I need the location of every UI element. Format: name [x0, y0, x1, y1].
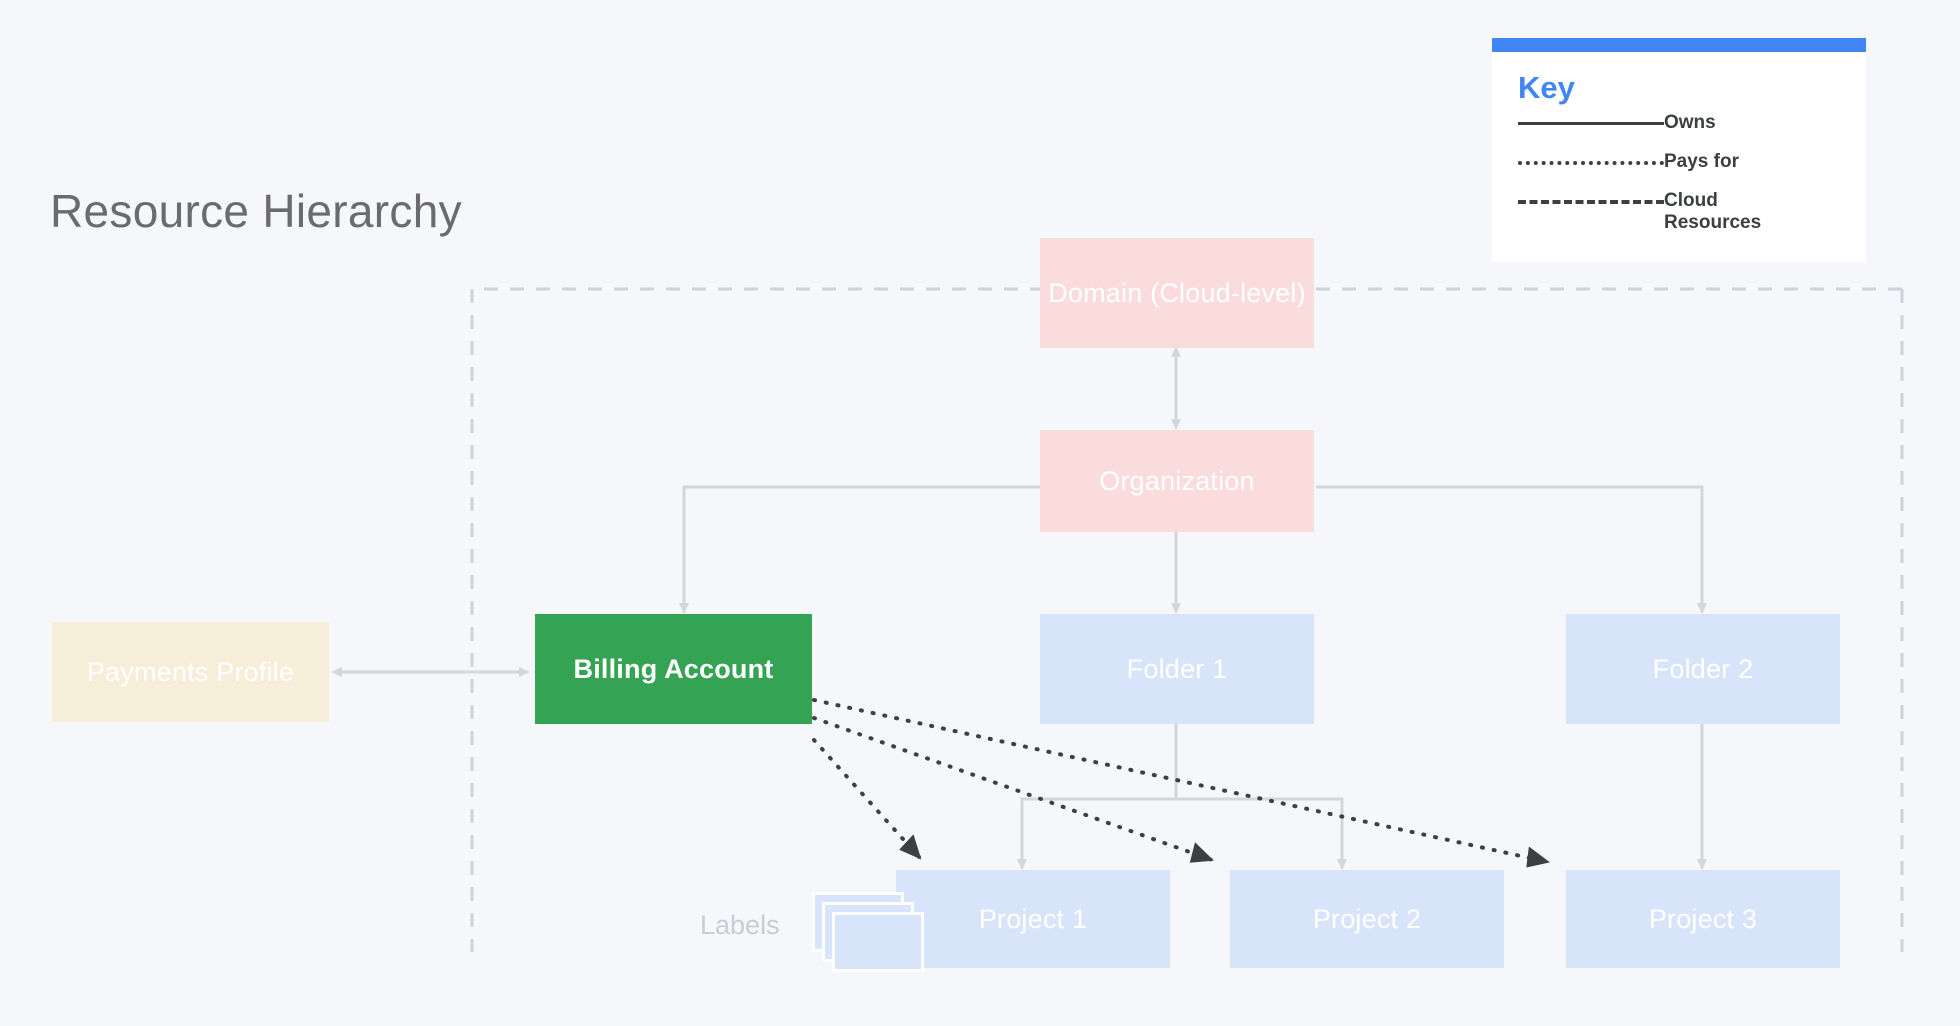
node-project-1[interactable]: Project 1: [896, 870, 1170, 968]
key-sample-dotted-line-icon: [1518, 151, 1664, 173]
node-project-1-label: Project 1: [978, 903, 1088, 934]
key-accent-bar: [1492, 38, 1866, 52]
key-sample-dashed-line-icon: [1518, 190, 1664, 212]
page-title: Resource Hierarchy: [50, 185, 462, 237]
labels-annotation: Labels: [700, 910, 780, 940]
node-organization[interactable]: Organization: [1040, 430, 1314, 532]
key-row-cloud-resources: Cloud Resources: [1518, 190, 1840, 235]
node-billing-account[interactable]: Billing Account: [535, 614, 812, 724]
edge-billing-pays-project1: [812, 738, 922, 860]
edge-folder1-projects: [1017, 724, 1347, 870]
edge-organization-billing: [679, 485, 1040, 614]
node-folder-1[interactable]: Folder 1: [1040, 614, 1314, 724]
node-payments-profile[interactable]: Payments Profile: [52, 622, 329, 722]
label-card-front: [832, 912, 924, 972]
node-project-2[interactable]: Project 2: [1230, 870, 1504, 968]
node-folder-2[interactable]: Folder 2: [1566, 614, 1840, 724]
edge-billing-pays-project2: [812, 716, 1214, 863]
key-label-cloud-resources: Cloud Resources: [1664, 190, 1762, 234]
node-project-3-label: Project 3: [1648, 903, 1758, 934]
key-panel: Key Owns Pays for Cloud Resources: [1492, 38, 1866, 262]
node-payments-profile-label: Payments Profile: [86, 656, 295, 687]
edge-organization-folder2: [1316, 485, 1707, 614]
key-sample-solid-line-icon: [1518, 112, 1664, 134]
node-project-2-label: Project 2: [1312, 903, 1422, 934]
node-domain-label: Domain (Cloud-level): [1048, 277, 1306, 308]
node-domain[interactable]: Domain (Cloud-level): [1040, 238, 1314, 348]
node-billing-account-label: Billing Account: [573, 653, 774, 684]
node-organization-label: Organization: [1099, 465, 1255, 496]
edge-billing-pays-project3: [812, 698, 1550, 868]
key-title: Key: [1518, 70, 1575, 105]
node-project-3[interactable]: Project 3: [1566, 870, 1840, 968]
key-label-pays-for: Pays for: [1664, 151, 1739, 172]
node-folder-1-label: Folder 1: [1126, 653, 1228, 684]
node-folder-2-label: Folder 2: [1652, 653, 1754, 684]
key-label-owns: Owns: [1664, 112, 1716, 133]
labels-card-stack: [812, 892, 924, 972]
key-row-owns: Owns: [1518, 112, 1840, 138]
key-row-pays-for: Pays for: [1518, 151, 1840, 177]
